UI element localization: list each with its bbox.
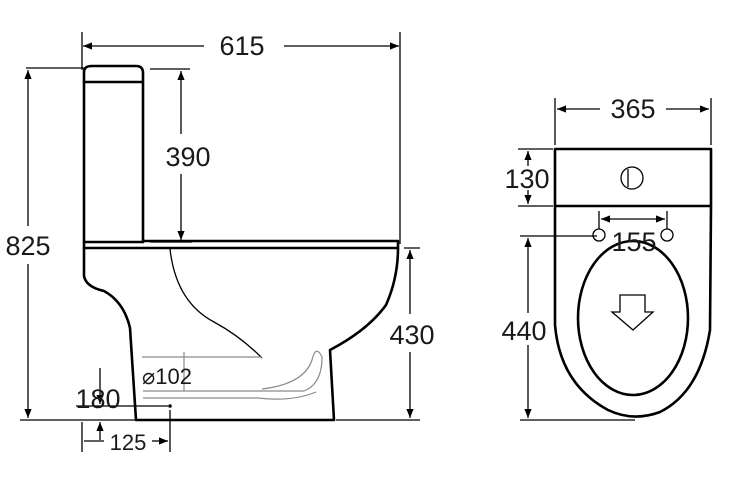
dim-fixing-holes: 155 <box>611 227 656 257</box>
fixing-hole-right <box>660 228 674 242</box>
dim-outlet-height: 180 <box>75 384 120 414</box>
bowl-body <box>82 247 400 422</box>
dim-overall-height: 825 <box>5 231 50 261</box>
hidden-trap-lines <box>142 350 323 400</box>
top-extension-lines <box>518 98 712 421</box>
top-view: 365 130 155 440 <box>501 94 713 421</box>
outlet-center-dot <box>168 404 172 408</box>
extension-lines <box>20 32 420 452</box>
dim-tank-width: 365 <box>610 94 655 124</box>
side-view: 615 825 390 430 180 125 ⌀102 <box>5 31 434 455</box>
dim-tank-height: 390 <box>165 142 210 172</box>
seat-opening <box>576 239 690 397</box>
outlet-symbol <box>610 294 655 331</box>
dim-overall-depth: 615 <box>219 31 264 61</box>
flush-button <box>620 166 644 190</box>
dim-outlet-diameter: ⌀102 <box>142 364 192 389</box>
tank-top <box>553 147 713 208</box>
dim-bowl-height: 430 <box>389 320 434 350</box>
tank-body <box>82 82 145 244</box>
fixing-hole-left <box>592 228 606 242</box>
dim-outlet-setback: 125 <box>110 430 147 455</box>
dim-tank-depth: 130 <box>504 164 549 194</box>
bowl-top-outline <box>553 205 713 418</box>
dim-bowl-length: 440 <box>501 316 546 346</box>
bowl-inner-curve <box>169 248 263 359</box>
tank-lid <box>82 64 145 84</box>
